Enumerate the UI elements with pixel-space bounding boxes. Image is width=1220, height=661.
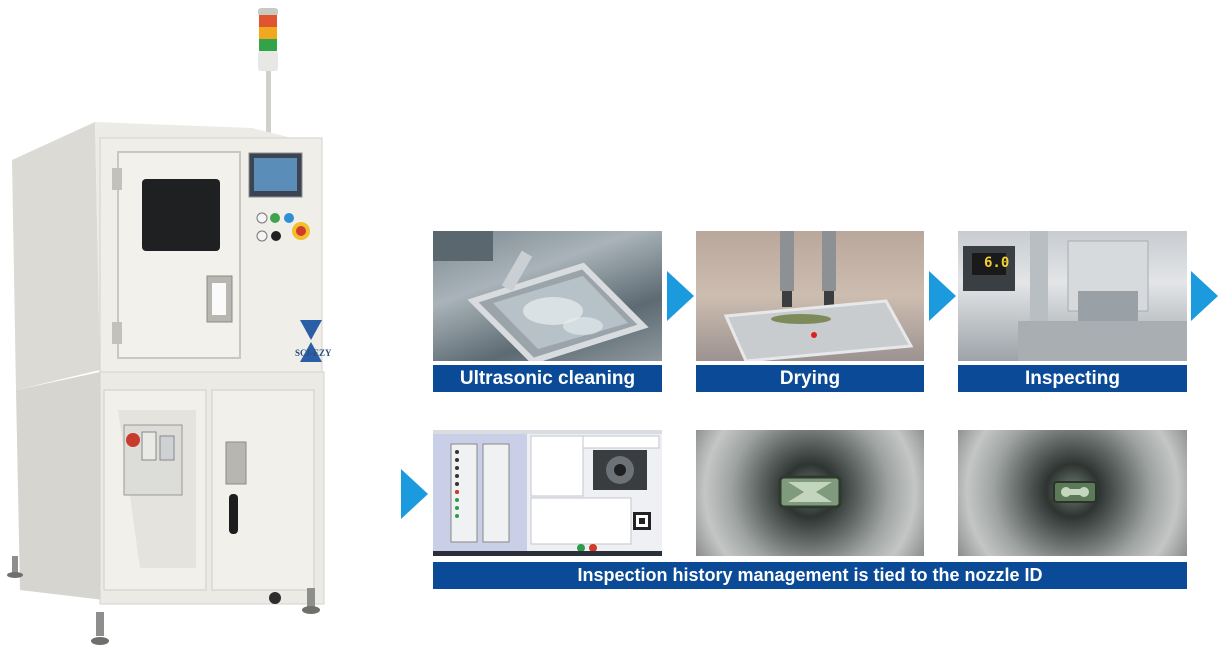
caption-drying: Drying [696, 365, 924, 392]
inspection-station-illustration [963, 231, 1187, 361]
ultrasonic-tank-illustration [433, 231, 649, 361]
inspection-machine-photo: SCI-EZY [0, 0, 340, 656]
caption-ultrasonic-cleaning: Ultrasonic cleaning [433, 365, 662, 392]
software-ui-illustration [433, 430, 662, 556]
tower-light-amber [259, 27, 277, 39]
flow-arrow-icon [401, 469, 428, 519]
flow-arrow-icon [1191, 271, 1218, 321]
caption-history-management: Inspection history management is tied to… [433, 562, 1187, 589]
tower-pole [266, 70, 271, 140]
nozzle-opening-illustration [1053, 481, 1097, 503]
brand-logo-text: SCI-EZY [295, 348, 332, 358]
ultrasonic-cleaning-photo [433, 231, 662, 361]
inspection-machine-illustration: SCI-EZY [7, 8, 332, 645]
nozzle-opening-illustration [778, 475, 842, 509]
inspection-software-screenshot [433, 430, 662, 556]
inspecting-photo: 6.0 [958, 231, 1187, 361]
drying-nozzles-illustration [723, 231, 914, 361]
tower-light-red [259, 15, 277, 27]
caption-inspecting: Inspecting [958, 365, 1187, 392]
nozzle-image-2 [958, 430, 1187, 556]
drying-photo [696, 231, 924, 361]
tower-light-green [259, 39, 277, 51]
viewing-window [142, 179, 220, 251]
flow-arrow-icon [667, 271, 694, 321]
nozzle-image-1 [696, 430, 924, 556]
flow-arrow-icon [929, 271, 956, 321]
pressure-readout: 6.0 [984, 255, 1010, 271]
